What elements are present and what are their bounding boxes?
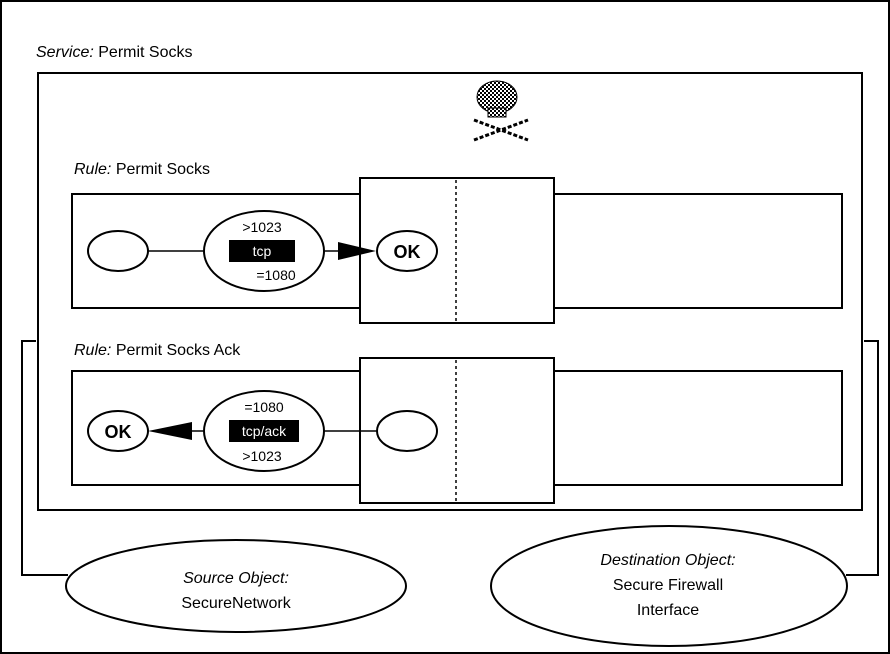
rule1-arrowhead (338, 242, 376, 260)
rule1-title: Rule: Permit Socks (74, 161, 210, 178)
rule2-protocol-badge (229, 420, 299, 442)
rule2-title-prefix: Rule: (74, 342, 111, 359)
rule1-source-endpoint (87, 230, 149, 272)
rule1-ok-endpoint (376, 230, 438, 272)
rule1-port-top: >1023 (242, 219, 282, 235)
rule1-ok-label: OK (394, 242, 421, 262)
destination-object-line1: Secure Firewall (613, 577, 723, 594)
source-object-connector (21, 340, 68, 576)
service-title-prefix: Service: (36, 44, 94, 61)
source-object-name: SecureNetwork (181, 595, 291, 612)
destination-object-line2: Interface (637, 602, 699, 619)
firewall-block-rule1 (359, 177, 555, 324)
destination-object-connector (846, 340, 879, 576)
rule1-port-bottom: =1080 (256, 267, 296, 283)
service-title-name: Permit Socks (98, 44, 192, 61)
rule2-port-top: =1080 (244, 399, 284, 415)
rule2-protocol-label: tcp/ack (242, 423, 287, 439)
service-box (37, 72, 863, 511)
rule2-ok-label: OK (105, 422, 132, 442)
rule2-port-bottom: >1023 (242, 448, 282, 464)
rule2-title-name: Permit Socks Ack (116, 342, 241, 359)
rule2-arrowhead (148, 422, 192, 440)
source-object-title: Source Object: (183, 570, 289, 587)
rule1-title-prefix: Rule: (74, 161, 111, 178)
rule2-ok-endpoint (87, 410, 149, 452)
service-title: Service: Permit Socks (36, 44, 193, 61)
source-object-ellipse (65, 539, 407, 633)
rule1-title-name: Permit Socks (116, 161, 210, 178)
destination-object-title: Destination Object: (600, 552, 735, 569)
destination-object-ellipse (490, 525, 848, 647)
rule2-title: Rule: Permit Socks Ack (74, 342, 241, 359)
skull-and-crossbones-icon (473, 80, 529, 142)
rule1-protocol-label: tcp (253, 243, 272, 259)
rule2-source-endpoint (376, 410, 438, 452)
firewall-block-rule2 (359, 357, 555, 504)
rule1-protocol-badge (229, 240, 295, 262)
